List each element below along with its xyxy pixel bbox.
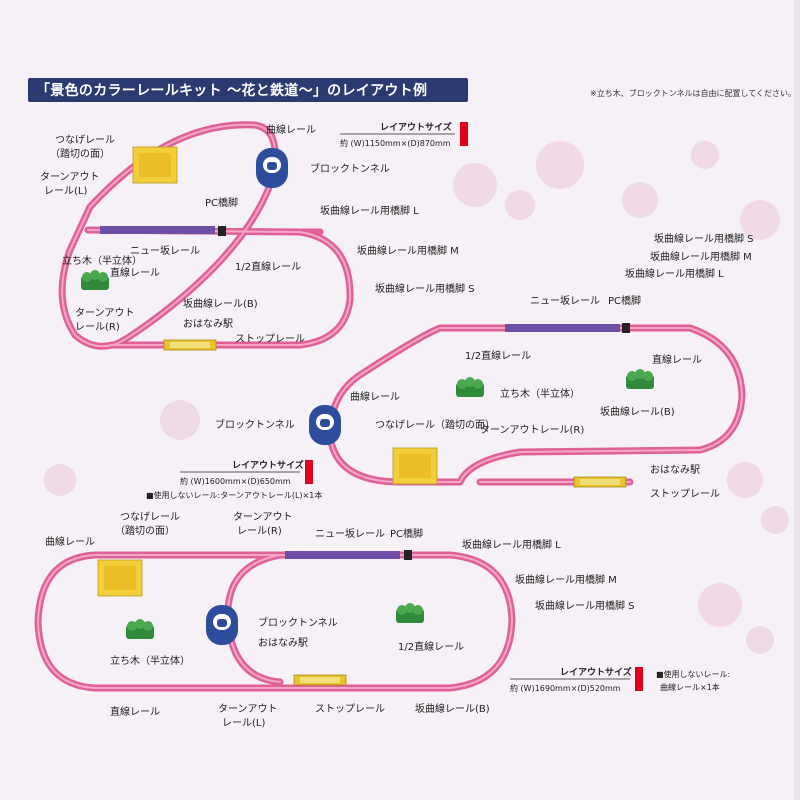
- layout3-label-crossing: つなげレール: [120, 511, 180, 523]
- layout2-label-station: おはなみ駅: [650, 464, 700, 476]
- layout2-tree-icon-left: [456, 377, 484, 397]
- layout3-label-pc-pier: PC橋脚: [390, 527, 423, 540]
- layout2-label-slope-curve: 坂曲線レール(B): [600, 405, 675, 418]
- layout1-size-marker: [460, 122, 468, 146]
- layout3-label-half: 1/2直線レール: [398, 640, 464, 653]
- layout1-label-new-slope: ニュー坂レール: [130, 245, 200, 257]
- layout1-station: [163, 339, 217, 351]
- layout1-size-box: レイアウトサイズ 約 (W)1150mm×(D)870mm: [340, 121, 468, 148]
- placement-note: ※立ち木、ブロックトンネルは自由に配置してください。: [590, 89, 797, 98]
- layout1-label-tunnel: ブロックトンネル: [310, 162, 390, 175]
- layout2-size-title: レイアウトサイズ: [232, 459, 304, 471]
- layout2-tunnel-icon: [309, 405, 341, 445]
- layout3-label-pier-s: 坂曲線レール用橋脚 S: [535, 599, 635, 612]
- layout-2: 坂曲線レール用橋脚 S 坂曲線レール用橋脚 M 坂曲線レール用橋脚 L ニュー坂…: [146, 232, 754, 500]
- layout2-label-turnout-r: ターンアウトレール(R): [480, 424, 584, 436]
- layout2-label-pc-pier: PC橋脚: [608, 294, 641, 307]
- layout1-tree-icon: [81, 270, 109, 290]
- page-title: 「景色のカラーレールキット ～花と鉄道～」のレイアウト例: [36, 83, 428, 99]
- layout-3: 曲線レール つなげレール （踏切の面） ターンアウト レール(R) ニュー坂レー…: [34, 511, 730, 729]
- layout2-crossing-rail: [392, 447, 438, 485]
- layout2-label-pier-m: 坂曲線レール用橋脚 M: [650, 250, 752, 263]
- layout3-label-turnout-l2: レール(L): [222, 718, 265, 729]
- layout3-label-stop: ストップレール: [315, 703, 385, 715]
- layout2-label-tunnel: ブロックトンネル: [215, 418, 295, 431]
- layout3-tunnel-icon: [206, 605, 238, 645]
- layout3-unused-note: ■使用しないレール:: [656, 669, 730, 679]
- layout3-tree-icon-right: [396, 603, 424, 623]
- layout1-label-pier-l: 坂曲線レール用橋脚 L: [320, 204, 419, 217]
- blossom-decoration: [44, 141, 789, 654]
- layout1-label-curve: 曲線レール: [266, 123, 316, 136]
- layout2-tree-icon-right: [626, 369, 654, 389]
- layout2-label-tree: 立ち木（半立体）: [500, 387, 580, 400]
- layout1-label-straight: 直線レール: [110, 266, 160, 279]
- layout1-label-turnout-l: ターンアウト: [40, 171, 100, 183]
- layout2-pc-pier: [622, 323, 630, 333]
- layout2-label-half: 1/2直線レール: [465, 349, 531, 362]
- layout3-label-crossing-face: （踏切の面）: [115, 524, 175, 537]
- layout1-size-title: レイアウトサイズ: [380, 121, 452, 133]
- layout1-label-stop: ストップレール: [235, 333, 305, 345]
- layout2-labels: 坂曲線レール用橋脚 S 坂曲線レール用橋脚 M 坂曲線レール用橋脚 L ニュー坂…: [215, 232, 754, 500]
- layout3-label-turnout-r: ターンアウト: [233, 511, 293, 523]
- title-bar: [28, 78, 468, 102]
- layout1-label-pc-pier: PC橋脚: [205, 196, 238, 209]
- layout1-label-half: 1/2直線レール: [235, 260, 301, 273]
- layout1-labels: 曲線レール つなげレール （踏切の面） ブロックトンネル ターンアウト レール(…: [40, 123, 475, 345]
- layout2-size-value: 約 (W)1600mm×(D)650mm: [180, 476, 291, 486]
- layout1-label-tree: 立ち木（半立体）: [62, 254, 142, 267]
- layout3-size-box: レイアウトサイズ 約 (W)1690mm×(D)520mm ■使用しないレール:…: [510, 666, 730, 693]
- layout3-label-slope-curve: 坂曲線レール(B): [415, 702, 490, 715]
- layout2-label-pier-l: 坂曲線レール用橋脚 L: [625, 267, 724, 280]
- layout1-label-station: おはなみ駅: [183, 318, 233, 330]
- layout3-label-pier-m: 坂曲線レール用橋脚 M: [515, 573, 617, 586]
- layout3-label-tree: 立ち木（半立体）: [110, 654, 190, 667]
- layout3-size-value: 約 (W)1690mm×(D)520mm: [510, 683, 621, 693]
- layout3-unused-note-2: 曲線レール×1本: [660, 682, 720, 692]
- layout2-size-box: レイアウトサイズ 約 (W)1600mm×(D)650mm ■使用しないレール:…: [146, 459, 322, 500]
- layout3-station: [293, 674, 347, 686]
- layout1-label-turnout-r2: レール(R): [75, 322, 120, 333]
- layout1-pc-pier: [218, 226, 226, 236]
- layout1-label-pier-s: 坂曲線レール用橋脚 S: [375, 282, 475, 295]
- layout3-label-curve: 曲線レール: [45, 535, 95, 548]
- layout3-label-station: おはなみ駅: [258, 637, 308, 649]
- layout2-label-curve: 曲線レール: [350, 390, 400, 403]
- layout1-size-value: 約 (W)1150mm×(D)870mm: [340, 138, 451, 148]
- layout1-label-slope-curve: 坂曲線レール(B): [183, 297, 258, 310]
- layout3-labels: 曲線レール つなげレール （踏切の面） ターンアウト レール(R) ニュー坂レー…: [45, 511, 635, 729]
- layout2-label-new-slope: ニュー坂レール: [530, 295, 600, 307]
- layout3-label-new-slope: ニュー坂レール: [315, 528, 385, 540]
- layout-1: 曲線レール つなげレール （踏切の面） ブロックトンネル ターンアウト レール(…: [40, 121, 475, 351]
- layout2-label-stop: ストップレール: [650, 488, 720, 500]
- layout3-label-pier-l: 坂曲線レール用橋脚 L: [462, 538, 561, 551]
- layout2-label-pier-s: 坂曲線レール用橋脚 S: [654, 232, 754, 245]
- panel-edge: [794, 0, 800, 800]
- layout2-size-marker: [305, 460, 313, 484]
- layout1-label-crossing-face: （踏切の面）: [50, 147, 110, 160]
- layout1-crossing-rail: [132, 146, 178, 184]
- layout3-label-straight: 直線レール: [110, 705, 160, 718]
- layout3-label-tunnel: ブロックトンネル: [258, 616, 338, 629]
- layout3-label-turnout-r2: レール(R): [237, 526, 282, 537]
- layout1-label-crossing: つなげレール: [55, 134, 115, 146]
- layout2-station: [573, 476, 627, 488]
- layout1-label-pier-m: 坂曲線レール用橋脚 M: [357, 244, 459, 257]
- layout3-pc-pier: [404, 550, 412, 560]
- layout3-tree-icon-left: [126, 619, 154, 639]
- layout1-label-turnout-r: ターンアウト: [75, 307, 135, 319]
- layout3-size-title: レイアウトサイズ: [560, 666, 632, 678]
- layout3-size-marker: [635, 667, 643, 691]
- layout3-crossing-rail: [97, 559, 143, 597]
- layout2-label-straight: 直線レール: [652, 353, 702, 366]
- layout2-label-crossing: つなげレール（踏切の面）: [375, 418, 495, 431]
- layout1-label-turnout-l2: レール(L): [44, 186, 87, 197]
- layout1-tunnel-icon: [256, 148, 288, 188]
- layout3-label-turnout-l: ターンアウト: [218, 703, 278, 715]
- layout2-unused-note: ■使用しないレール:ターンアウトレール(L)×1本: [146, 490, 322, 500]
- layout2-track: [326, 324, 746, 486]
